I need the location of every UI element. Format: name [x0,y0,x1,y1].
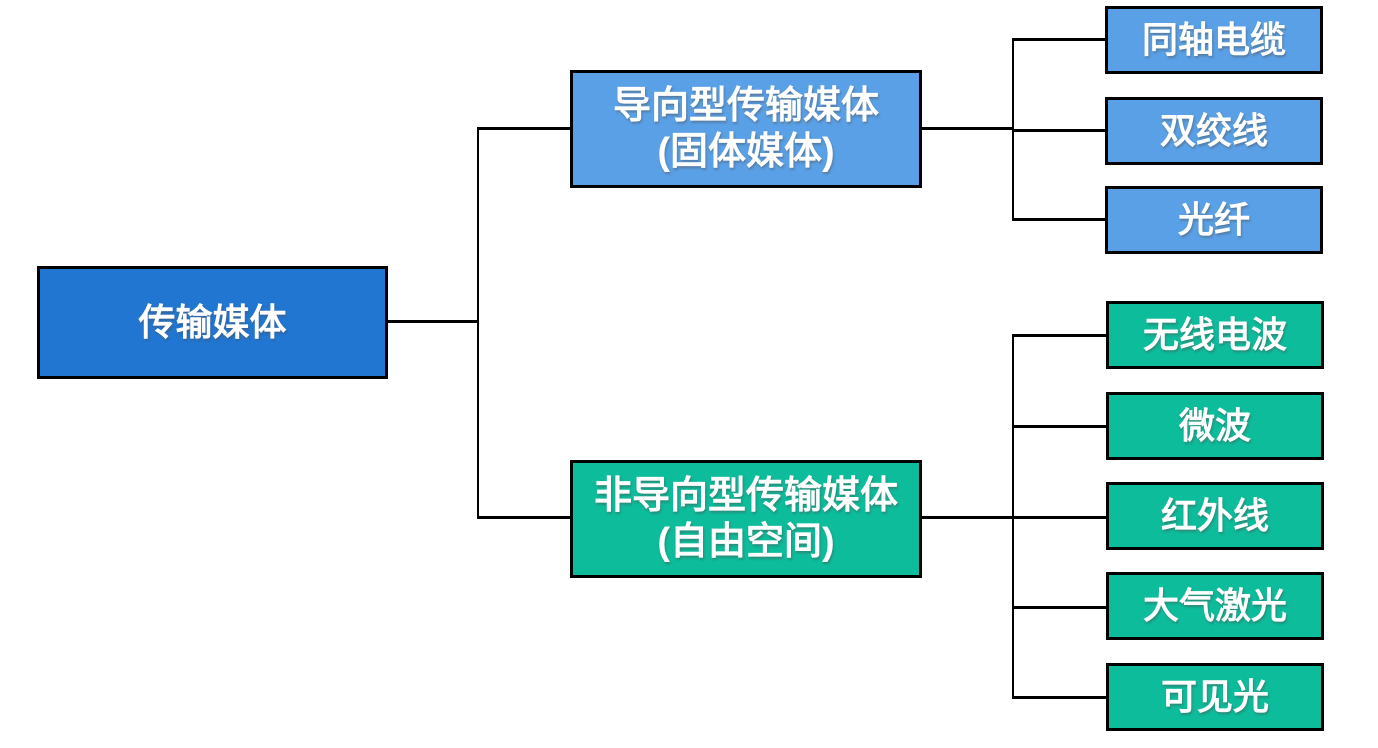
node-label: 无线电波 [1142,314,1287,356]
connector-to-visible-light [1012,696,1106,699]
connector-unguided-to-trunk [922,516,1013,519]
node-transmission-media: 传输媒体 [37,266,388,379]
node-optical-fiber: 光纤 [1105,186,1323,254]
node-microwave: 微波 [1106,392,1324,460]
node-label: 微波 [1178,405,1251,447]
connector-trunk-level1 [477,128,479,519]
node-label: 双绞线 [1159,110,1268,152]
node-label-line1: 导向型传输媒体 [612,84,879,127]
connector-to-coaxial-cable [1012,38,1105,41]
node-label-line2: (自由空间) [657,521,835,563]
node-label: 光纤 [1177,199,1250,241]
node-guided-media: 导向型传输媒体 (固体媒体) [570,70,922,188]
node-coaxial-cable: 同轴电缆 [1105,6,1323,74]
connector-trunk-to-unguided [477,516,570,519]
node-label-line2: (固体媒体) [657,131,835,173]
node-twisted-pair: 双绞线 [1105,97,1323,165]
connector-to-twisted-pair [1012,129,1105,132]
node-visible-light: 可见光 [1106,663,1324,731]
connector-to-radio-wave [1012,334,1106,337]
connector-to-infrared [1012,516,1106,519]
node-unguided-media: 非导向型传输媒体 (自由空间) [570,460,922,578]
node-atmospheric-laser: 大气激光 [1106,572,1324,640]
connector-to-optical-fiber [1012,218,1105,221]
connector-to-atmospheric-laser [1012,606,1106,609]
connector-guided-to-trunk [922,127,1013,130]
node-label: 可见光 [1160,676,1269,718]
node-label: 传输媒体 [138,301,287,343]
connector-trunk-to-guided [477,127,570,130]
node-label: 同轴电缆 [1141,19,1286,61]
node-label: 红外线 [1160,495,1269,537]
node-label-line1: 非导向型传输媒体 [593,474,898,517]
node-infrared: 红外线 [1106,482,1324,550]
node-label: 大气激光 [1142,585,1287,627]
node-radio-wave: 无线电波 [1106,301,1324,369]
connector-to-microwave [1012,425,1106,428]
connector-root-to-trunk [388,320,478,323]
